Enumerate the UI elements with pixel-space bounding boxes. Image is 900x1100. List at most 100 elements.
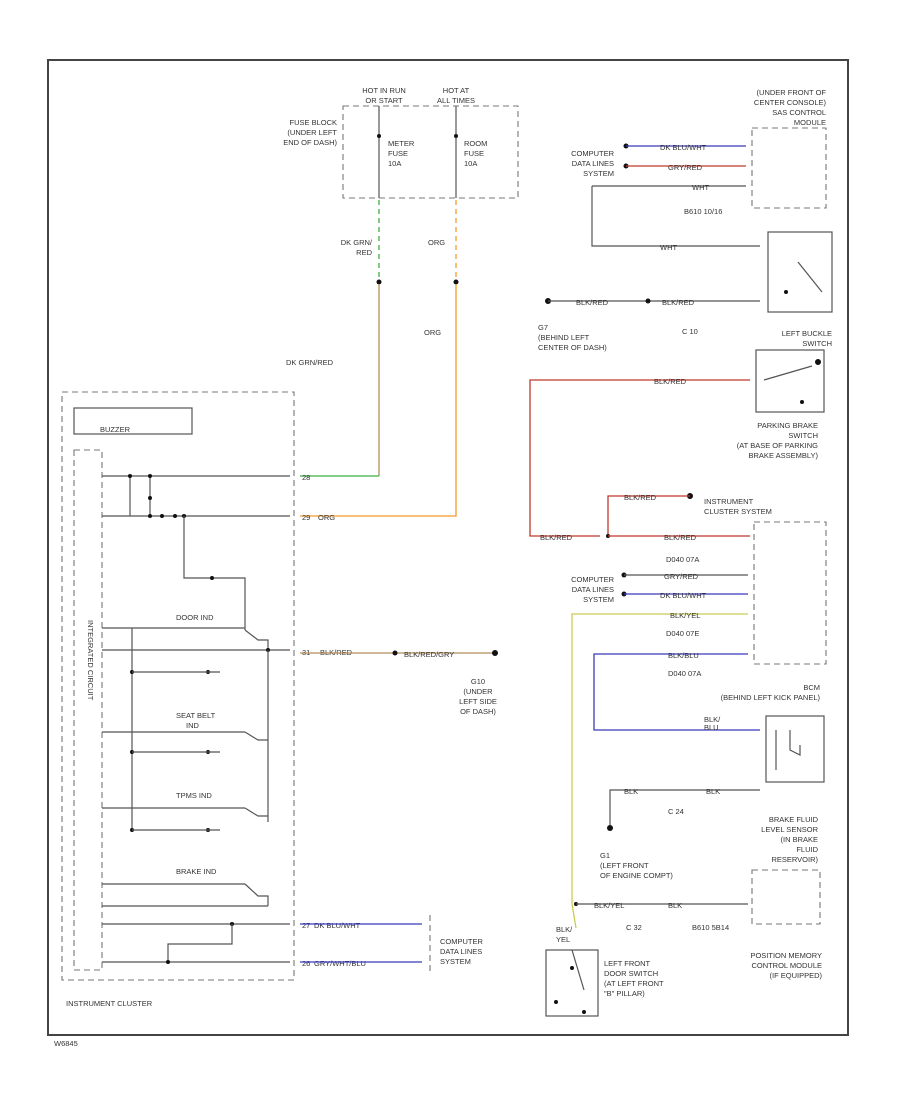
sas-wire1: DK BLU/WHT [660, 143, 707, 152]
door-switch-box [545, 949, 599, 1017]
c32-label: C 32 [626, 923, 642, 932]
svg-text:RED: RED [356, 248, 372, 257]
svg-text:OR START: OR START [365, 96, 403, 105]
svg-text:MODULE: MODULE [794, 118, 826, 127]
svg-text:ALL TIMES: ALL TIMES [437, 96, 475, 105]
svg-text:"B" PILLAR): "B" PILLAR) [604, 989, 645, 998]
svg-text:BLK/: BLK/ [556, 925, 573, 934]
svg-text:CONTROL MODULE: CONTROL MODULE [751, 961, 822, 970]
blk-red-4: BLK/RED [624, 493, 657, 502]
brake-fluid-sensor-box [765, 715, 825, 783]
wht-label: WHT [660, 243, 677, 252]
svg-text:FUSE: FUSE [464, 149, 484, 158]
svg-text:(LEFT FRONT: (LEFT FRONT [600, 861, 649, 870]
position-memory-label: POSITION MEMORY CONTROL MODULE (IF EQUIP… [750, 951, 822, 980]
fuse-block-label: FUSE BLOCK (UNDER LEFT END OF DASH) [283, 118, 337, 147]
svg-text:DATA LINES: DATA LINES [572, 585, 614, 594]
svg-text:DK GRN/: DK GRN/ [341, 238, 373, 247]
svg-text:POSITION MEMORY: POSITION MEMORY [750, 951, 822, 960]
svg-text:BRAKE ASSEMBLY): BRAKE ASSEMBLY) [749, 451, 819, 460]
blk-blu: BLK/BLU [668, 651, 699, 660]
bcm-label: BCM (BEHIND LEFT KICK PANEL) [721, 683, 821, 702]
sas-wire3: WHT [692, 183, 709, 192]
blk-yel2: BLK/YEL [594, 901, 624, 910]
svg-text:SWITCH: SWITCH [802, 339, 832, 348]
svg-text:RESERVOIR): RESERVOIR) [771, 855, 818, 864]
fuse-block-box [342, 105, 519, 199]
svg-text:(AT LEFT FRONT: (AT LEFT FRONT [604, 979, 664, 988]
c24-label: C 24 [668, 807, 684, 816]
buzzer-box [73, 407, 193, 435]
svg-text:LEFT BUCKLE: LEFT BUCKLE [782, 329, 832, 338]
wire-blue-bcm [593, 653, 760, 731]
svg-text:G10: G10 [471, 677, 485, 686]
left-buckle-box [755, 349, 825, 413]
svg-text:(UNDER LEFT: (UNDER LEFT [287, 128, 337, 137]
g10-wire-label: BLK/RED/GRY [404, 650, 454, 659]
blk-red-3: BLK/RED [654, 377, 687, 386]
computer-data-lines-top: COMPUTER DATA LINES SYSTEM [571, 149, 615, 178]
svg-text:COMPUTER: COMPUTER [571, 575, 615, 584]
svg-text:(UNDER FRONT OF: (UNDER FRONT OF [757, 88, 827, 97]
pin-26: 26 [302, 959, 310, 968]
svg-text:FLUID: FLUID [796, 845, 818, 854]
svg-text:(IF EQUIPPED): (IF EQUIPPED) [769, 971, 822, 980]
meter-fuse-label: METER FUSE 10A [388, 139, 415, 168]
svg-text:END OF DASH): END OF DASH) [283, 138, 337, 147]
sas-control-box [751, 127, 827, 209]
brake-fluid-label: BRAKE FLUID LEVEL SENSOR (IN BRAKE FLUID… [761, 815, 818, 864]
wire-label-dk-grn-red: DK GRN/ RED [341, 238, 373, 257]
inst-cluster-system-label: INSTRUMENT CLUSTER SYSTEM [704, 497, 772, 516]
brake-ind-label: BRAKE IND [176, 867, 217, 876]
blk-bcm-label: BLK/ BLU [704, 715, 721, 732]
svg-text:DOOR SWITCH: DOOR SWITCH [604, 969, 658, 978]
svg-text:SAS CONTROL: SAS CONTROL [772, 108, 826, 117]
svg-text:COMPUTER: COMPUTER [440, 937, 484, 946]
computer-data-lines-bottom: COMPUTER DATA LINES SYSTEM [440, 937, 484, 966]
seat-belt-ind-label: SEAT BELT IND [176, 711, 216, 730]
position-memory-box [751, 869, 821, 925]
svg-text:METER: METER [388, 139, 415, 148]
svg-text:DATA LINES: DATA LINES [572, 159, 614, 168]
svg-text:YEL: YEL [556, 935, 570, 944]
hot-all-times-label: HOT AT ALL TIMES [437, 86, 475, 105]
pin-27: 27 [302, 921, 310, 930]
svg-text:IND: IND [186, 721, 200, 730]
wire-label-org: ORG [428, 238, 445, 247]
integrated-circuit-label: INTEGRATED CIRCUIT [86, 620, 95, 701]
svg-text:INSTRUMENT: INSTRUMENT [704, 497, 754, 506]
svg-text:LEVEL SENSOR: LEVEL SENSOR [761, 825, 818, 834]
svg-text:G1: G1 [600, 851, 610, 860]
svg-text:SYSTEM: SYSTEM [583, 169, 614, 178]
wire-yellow [571, 613, 748, 929]
left-buckle-label: LEFT BUCKLE SWITCH [782, 329, 832, 348]
svg-text:DATA LINES: DATA LINES [440, 947, 482, 956]
svg-text:CENTER CONSOLE): CENTER CONSOLE) [754, 98, 827, 107]
room-fuse-label: ROOM FUSE 10A [464, 139, 487, 168]
pin-27-wire: DK BLU/WHT [314, 921, 361, 930]
svg-text:BCM: BCM [803, 683, 820, 692]
svg-text:(UNDER: (UNDER [463, 687, 493, 696]
buzzer-label: BUZZER [100, 425, 131, 434]
svg-text:(BEHIND LEFT: (BEHIND LEFT [538, 333, 590, 342]
conn-b610: B610 5B14 [692, 923, 729, 932]
svg-text:OF DASH): OF DASH) [460, 707, 496, 716]
conn-d040-b: D040 07A [666, 555, 699, 564]
svg-text:HOT AT: HOT AT [443, 86, 470, 95]
svg-text:BLK/: BLK/ [704, 715, 721, 724]
blk-red-6: BLK/RED [664, 533, 697, 542]
integrated-circuit-box [73, 449, 103, 971]
blk-yel: BLK/YEL [670, 611, 700, 620]
svg-text:(IN BRAKE: (IN BRAKE [780, 835, 818, 844]
svg-text:PARKING BRAKE: PARKING BRAKE [757, 421, 818, 430]
svg-text:LEFT FRONT: LEFT FRONT [604, 959, 651, 968]
svg-text:(AT BASE OF PARKING: (AT BASE OF PARKING [737, 441, 818, 450]
door-ind-label: DOOR IND [176, 613, 214, 622]
pin-29: 29 [302, 513, 310, 522]
blk-yel-door-label: BLK/ YEL [556, 925, 573, 944]
instrument-cluster-label: INSTRUMENT CLUSTER [66, 999, 153, 1008]
conn-d040-a: D040 07A [668, 669, 701, 678]
blk-c24b: BLK [706, 787, 720, 796]
diagram-frame [47, 59, 849, 1036]
svg-text:SEAT BELT: SEAT BELT [176, 711, 216, 720]
